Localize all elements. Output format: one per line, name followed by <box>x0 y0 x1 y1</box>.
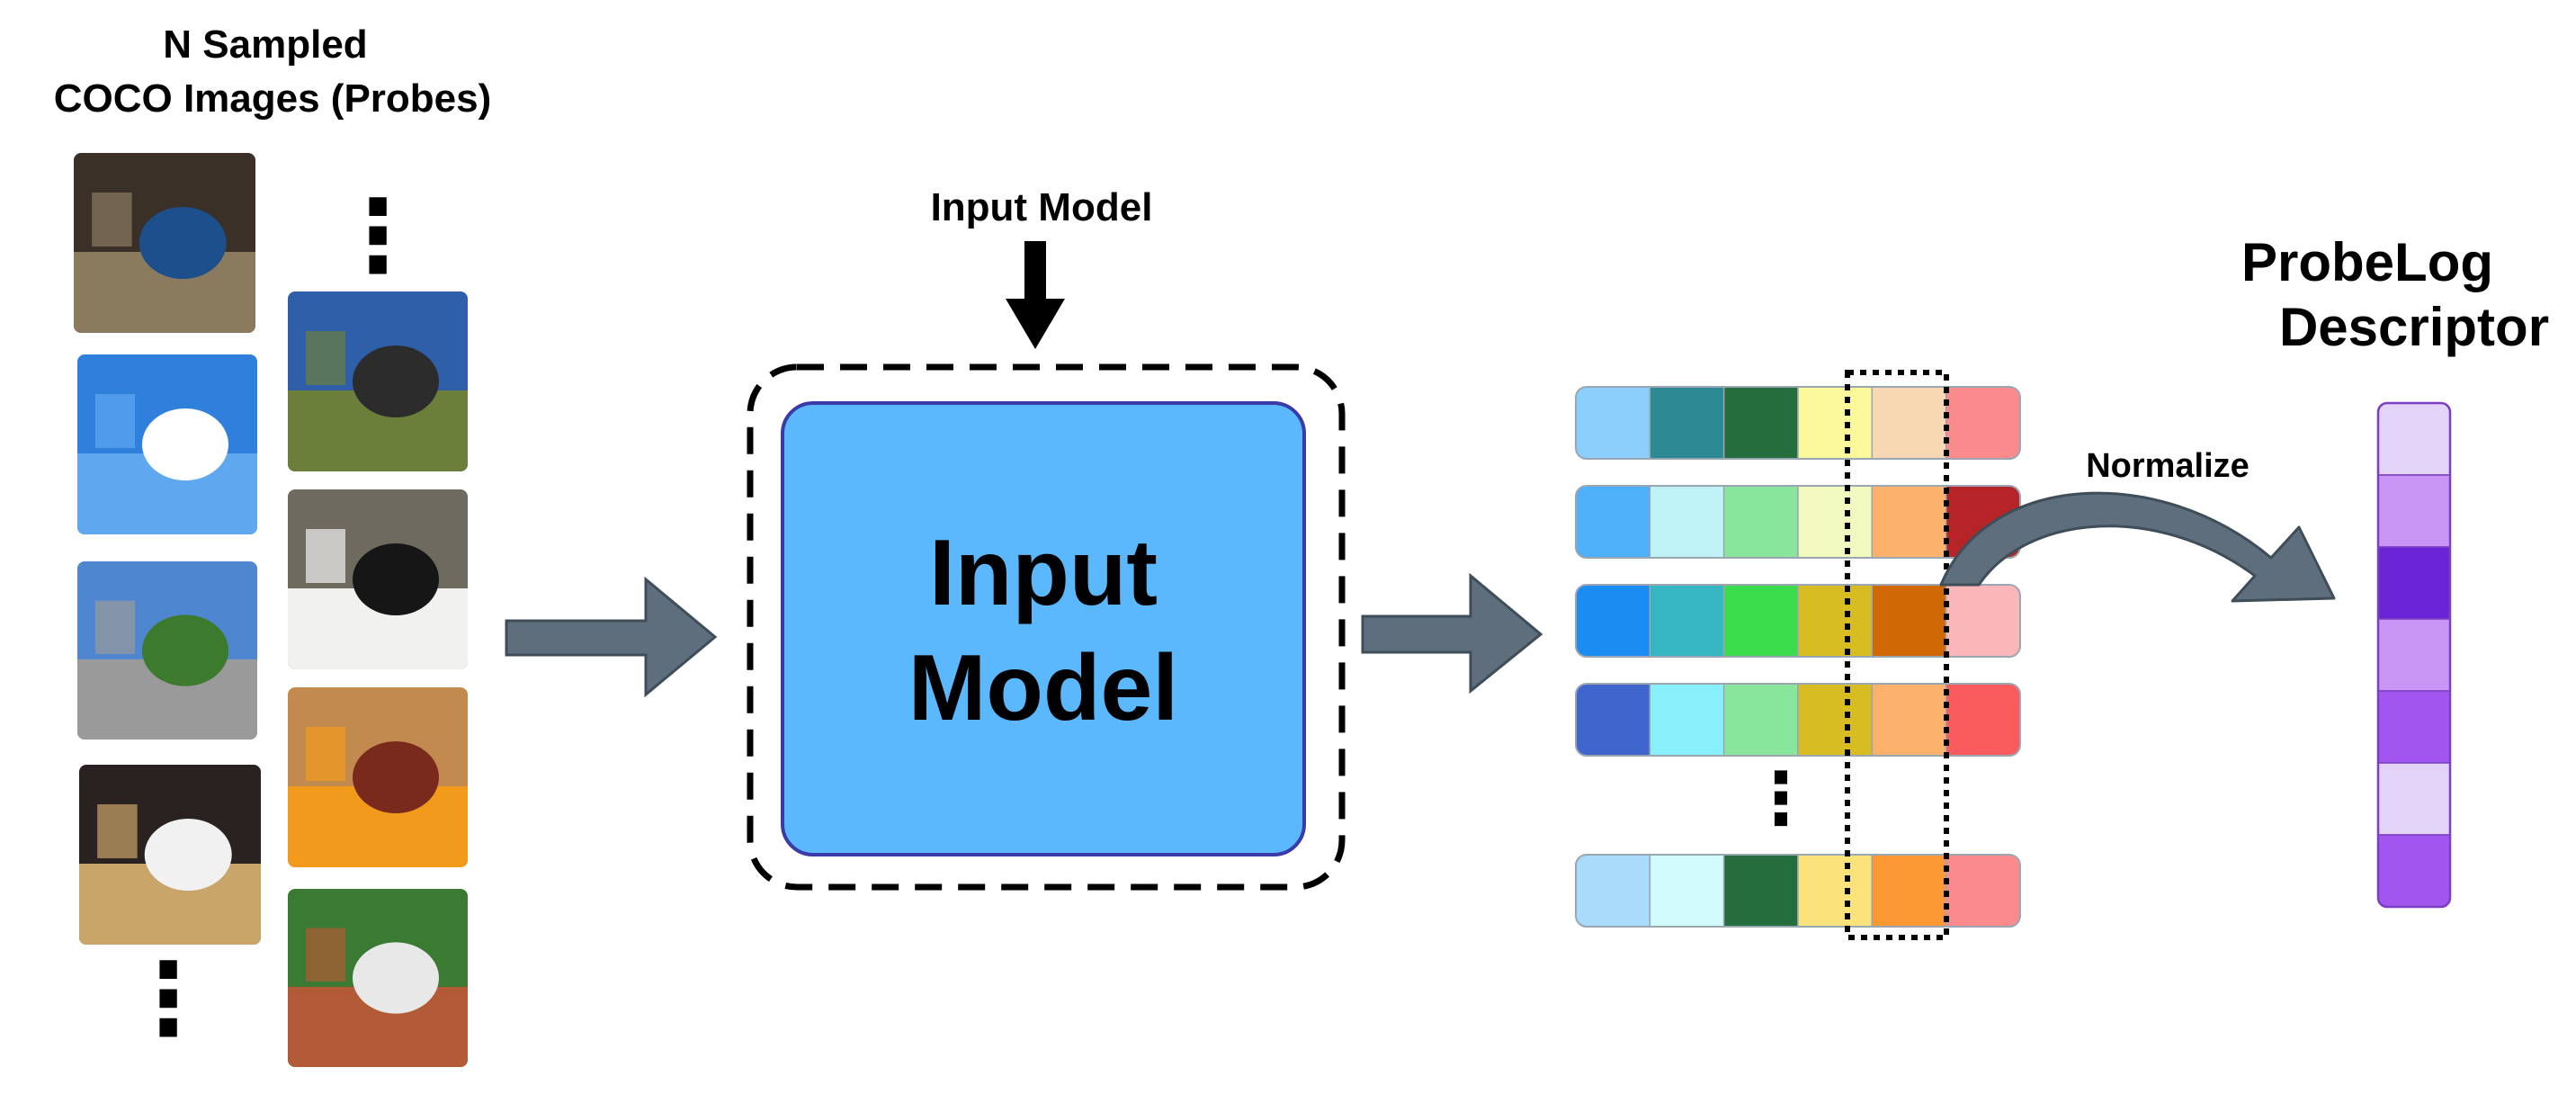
output-vector-cell <box>1722 684 1799 756</box>
descriptor-cell <box>2378 618 2450 692</box>
probes-ellipsis-bottom: ⋮ <box>119 944 218 1054</box>
probes-to-model-arrow <box>505 576 718 698</box>
output-vector-cell <box>1722 585 1799 657</box>
model-to-outputs-arrow <box>1361 572 1543 695</box>
probe-image <box>79 765 261 945</box>
output-vector-row <box>1575 584 2021 658</box>
descriptor-cell <box>2378 403 2450 476</box>
output-vector-cell <box>1576 387 1651 459</box>
descriptor-cell <box>2378 546 2450 620</box>
probes-title-line2: COCO Images (Probes) <box>54 76 492 121</box>
model-input-arrow <box>1006 241 1065 349</box>
descriptor-vector <box>2376 401 2452 909</box>
selected-column-highlight <box>1845 370 1949 940</box>
output-vector-cell <box>1871 684 1947 756</box>
probe-image <box>288 687 468 867</box>
output-vector-cell <box>1945 387 2020 459</box>
model-top-label: Input Model <box>931 185 1153 229</box>
output-vector-cell <box>1576 684 1651 756</box>
output-vectors <box>1575 386 2021 928</box>
output-vector-cell <box>1649 585 1725 657</box>
output-vector-cell <box>1722 387 1799 459</box>
outputs-ellipsis: ⋮ <box>1745 758 1817 838</box>
output-vector-cell <box>1576 585 1651 657</box>
output-vector-cell <box>1871 486 1947 558</box>
output-vector-cell <box>1722 486 1799 558</box>
output-vector-cell <box>1649 855 1725 927</box>
output-vector-row <box>1575 683 2021 757</box>
model-dashed-frame <box>747 363 1346 891</box>
descriptor-title-line1: ProbeLog <box>2241 232 2493 292</box>
output-vector-cell <box>1945 855 2020 927</box>
output-vector-cell <box>1649 486 1725 558</box>
output-vector-row <box>1575 485 2021 559</box>
output-vector-row <box>1575 386 2021 460</box>
output-vector-cell <box>1576 486 1651 558</box>
output-vector-cell <box>1871 585 1947 657</box>
output-vector-cell <box>1797 486 1874 558</box>
probe-image <box>288 889 468 1067</box>
output-vector-cell <box>1797 387 1874 459</box>
descriptor-cell <box>2378 690 2450 764</box>
input-model-box <box>781 401 1306 856</box>
model-box-line1: Input <box>929 521 1158 625</box>
output-vector-cell <box>1797 855 1874 927</box>
probes-title-line1: N Sampled <box>163 22 367 67</box>
probe-image <box>77 561 257 740</box>
probe-image <box>74 153 255 333</box>
output-vector-row <box>1575 854 2021 928</box>
output-vector-cell <box>1945 684 2020 756</box>
descriptor-cell <box>2378 762 2450 836</box>
output-vector-cell <box>1649 387 1725 459</box>
normalize-label: Normalize <box>2086 447 2250 485</box>
descriptor-title-line2: Descriptor <box>2279 297 2549 357</box>
probe-image <box>288 489 468 669</box>
output-vector-cell <box>1945 585 2020 657</box>
output-vector-cell <box>1722 855 1799 927</box>
output-vector-cell <box>1871 387 1947 459</box>
probe-image <box>288 291 468 471</box>
output-vector-cell <box>1797 585 1874 657</box>
descriptor-cell <box>2378 834 2450 907</box>
probe-image-grid <box>74 153 468 1067</box>
output-vector-cell <box>1797 684 1874 756</box>
normalize-arrow <box>1939 491 2336 603</box>
probes-ellipsis-top: ⋮ <box>328 181 427 291</box>
output-vector-cell <box>1576 855 1651 927</box>
model-box-line2: Model <box>908 636 1178 740</box>
probe-image <box>77 354 257 534</box>
output-vector-cell <box>1871 855 1947 927</box>
output-vector-cell <box>1649 684 1725 756</box>
descriptor-cell <box>2378 474 2450 548</box>
